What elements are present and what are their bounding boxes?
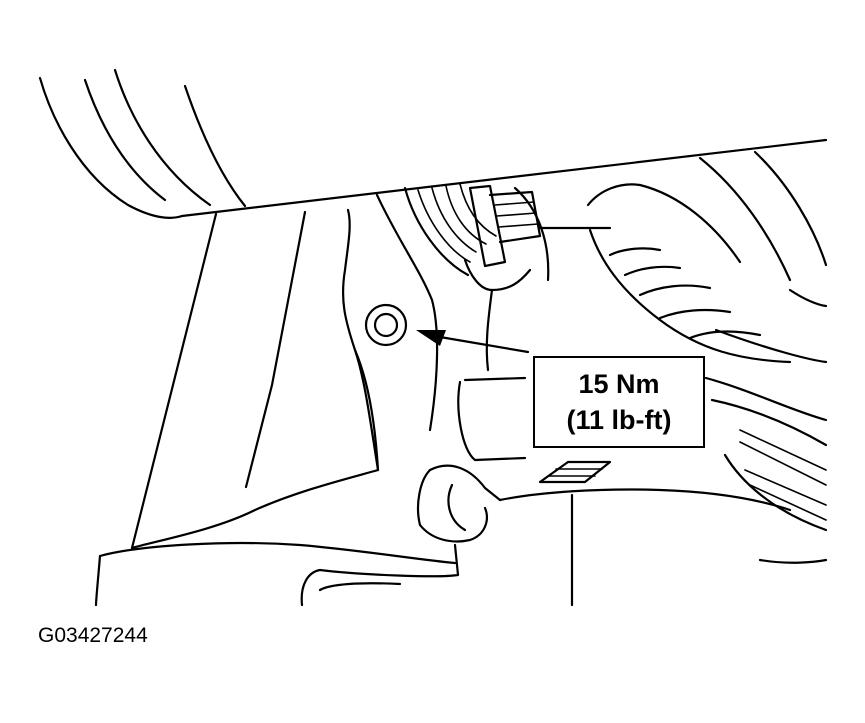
torque-metric-label: 15 Nm xyxy=(578,369,660,399)
torque-spec-callout: 15 Nm (11 lb-ft) xyxy=(533,356,705,448)
bolt-icon xyxy=(364,303,408,347)
instrument-panel-outline xyxy=(38,68,828,219)
leader-arrow-icon xyxy=(416,330,530,354)
torque-imperial-label: (11 lb-ft) xyxy=(566,405,672,435)
wiring-connector-outline xyxy=(403,183,612,372)
column-shroud-outline xyxy=(94,193,457,607)
column-body-outline xyxy=(300,376,792,607)
knee-bolster-outline xyxy=(586,150,828,564)
figure-id-label: G03427244 xyxy=(38,624,148,647)
